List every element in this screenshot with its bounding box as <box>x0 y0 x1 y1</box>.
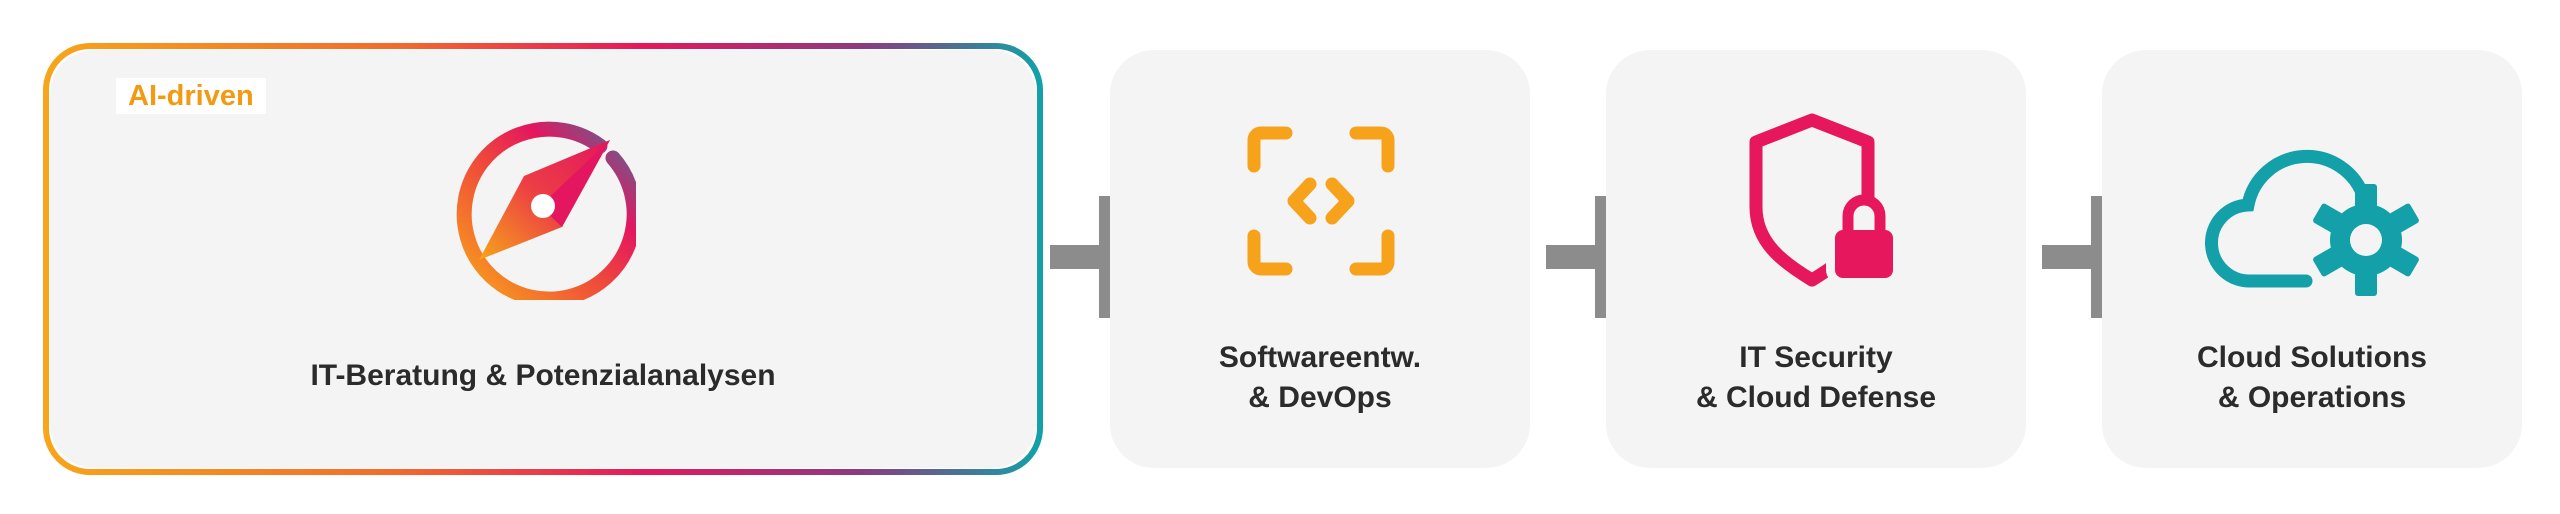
code-brackets-icon <box>1246 126 1396 281</box>
service-card-security[interactable]: IT Security & Cloud Defense <box>1606 50 2026 468</box>
compass-icon <box>450 114 642 307</box>
card-label-software: Softwareentw. & DevOps <box>1218 341 1422 414</box>
main-service-card[interactable]: AI-driven IT-Beratung & Potenzialanalyse… <box>43 43 1043 475</box>
main-card-label: IT-Beratung & Potenzialanalysen <box>310 359 776 392</box>
card-label-security: IT Security & Cloud Defense <box>1695 341 1937 414</box>
service-card-software[interactable]: Softwareentw. & DevOps <box>1110 50 1530 468</box>
gradient-frame <box>43 43 1043 475</box>
shield-lock-icon <box>1732 112 1912 297</box>
ai-driven-badge: AI-driven <box>116 78 266 114</box>
card-label-cloud: Cloud Solutions & Operations <box>2197 341 2427 414</box>
service-card-cloud[interactable]: Cloud Solutions & Operations <box>2102 50 2522 468</box>
cloud-gear-icon <box>2196 116 2426 311</box>
